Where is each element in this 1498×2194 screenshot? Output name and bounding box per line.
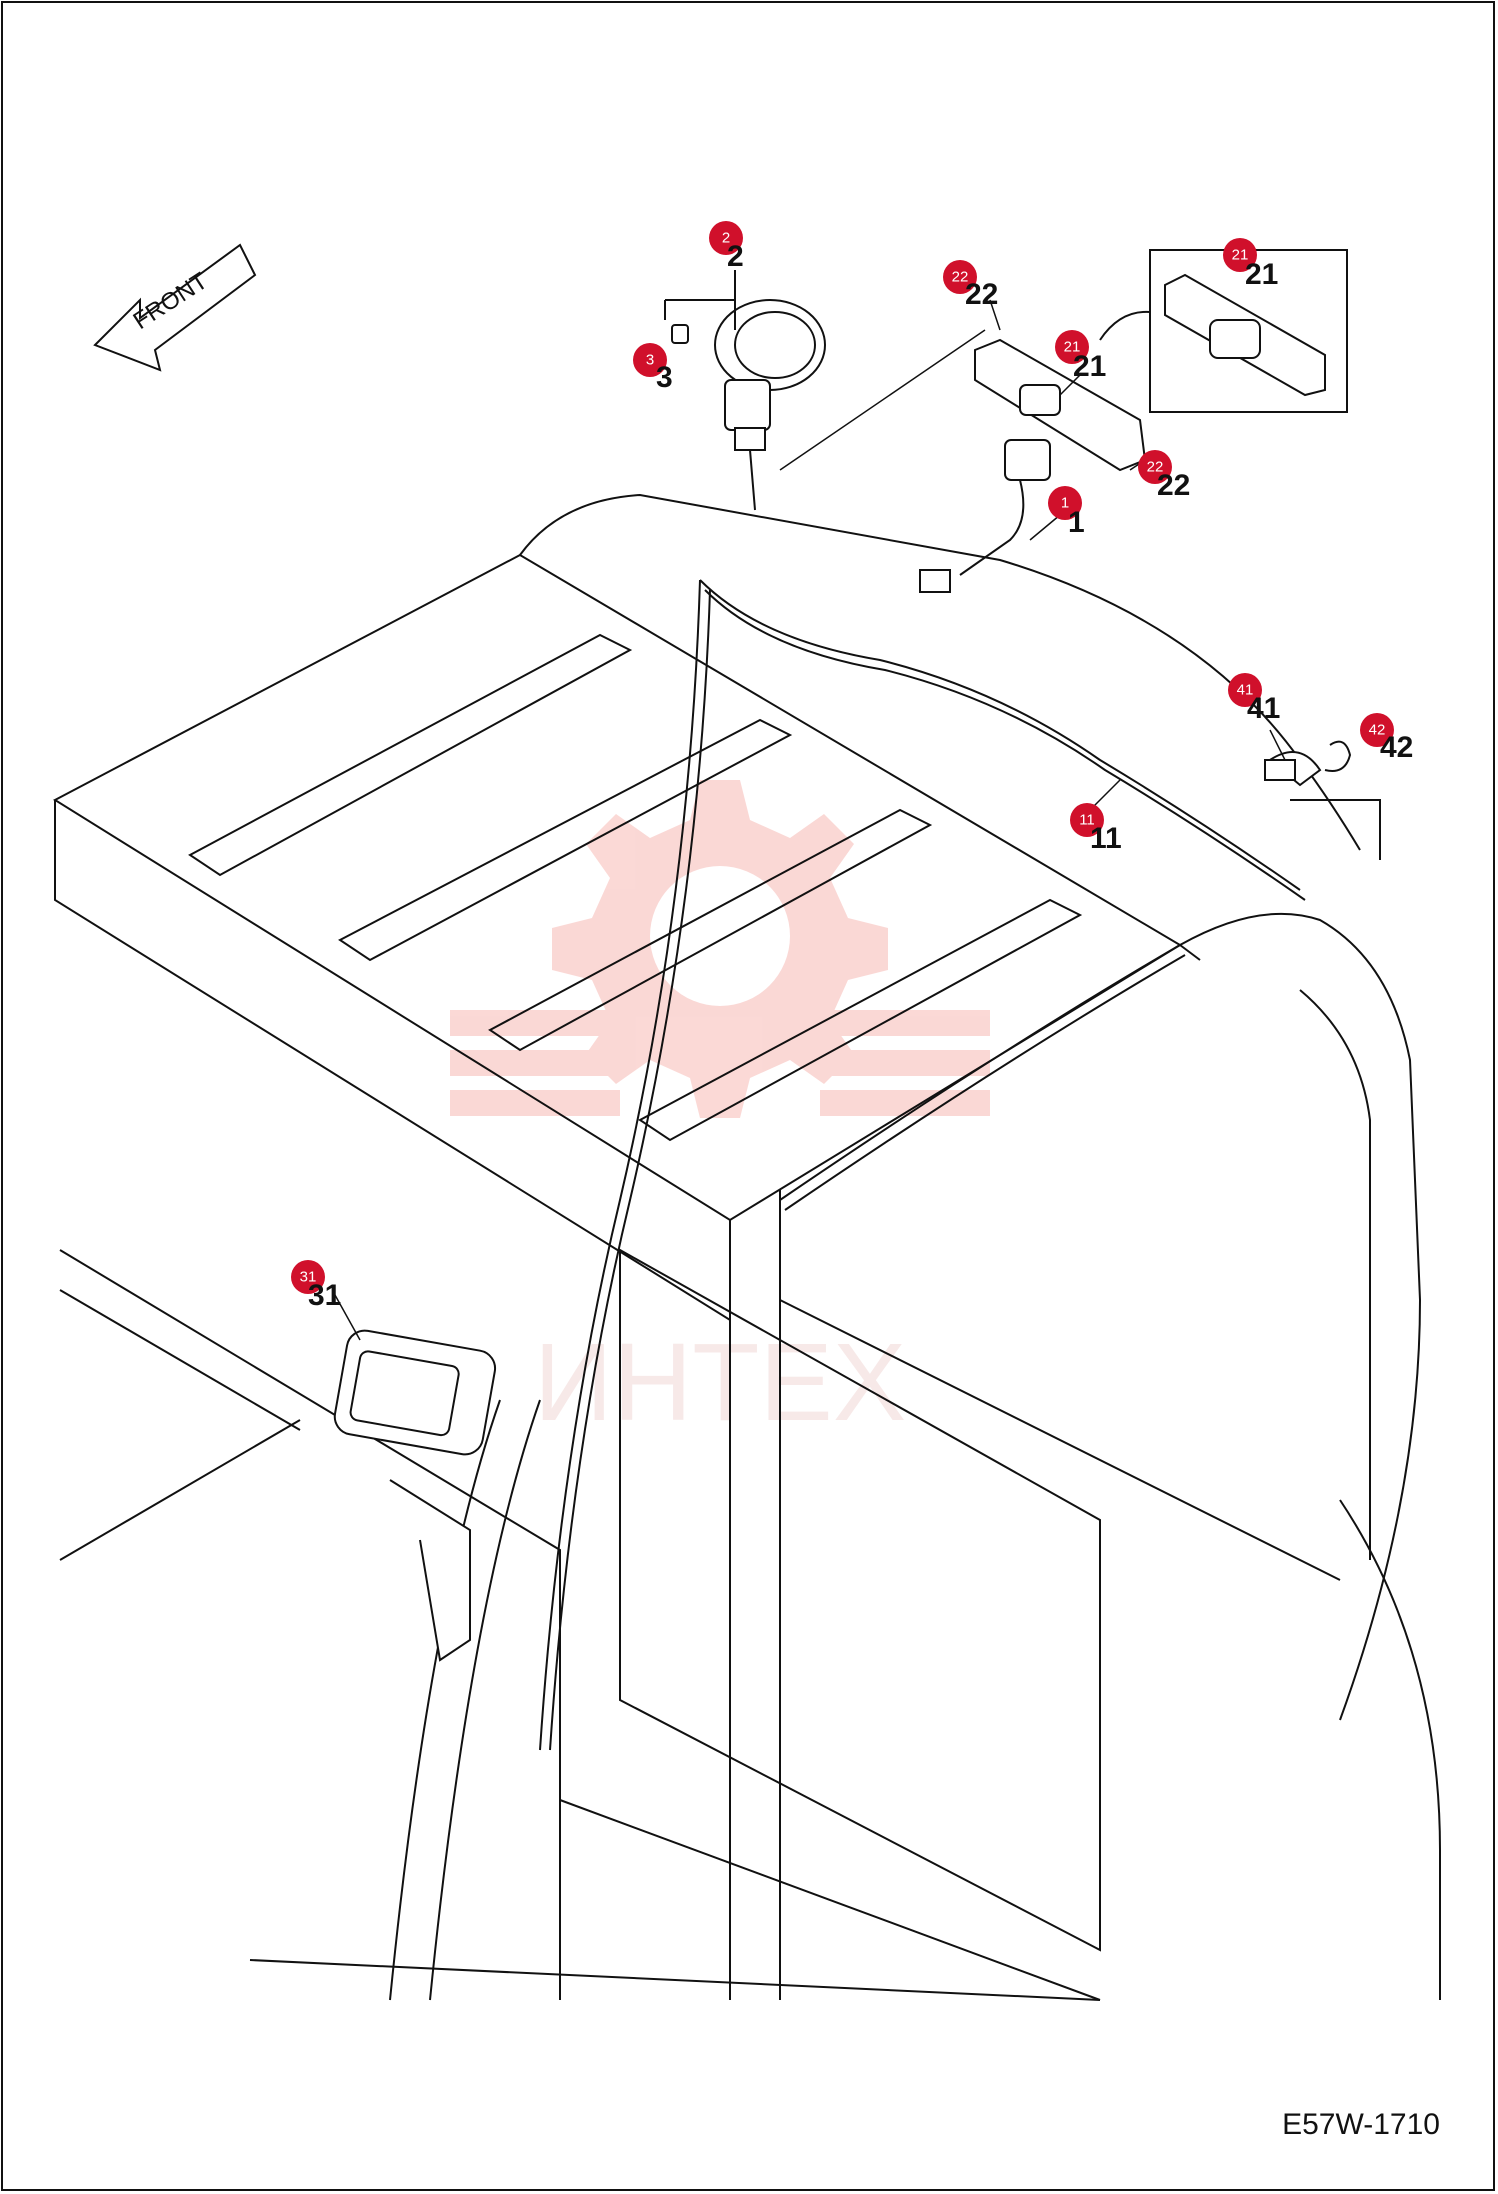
callout-21b-badge: 21 bbox=[1064, 339, 1081, 356]
callout-21a-badge: 21 bbox=[1232, 247, 1249, 264]
callout-2: 2 2 bbox=[709, 221, 744, 273]
callout-22b-badge: 22 bbox=[1147, 459, 1164, 476]
wiring-harness bbox=[539, 579, 1306, 1751]
callout-42-badge: 42 bbox=[1369, 722, 1386, 739]
callout-1: 1 1 bbox=[1048, 486, 1085, 539]
callout-21a: 21 21 bbox=[1223, 238, 1278, 291]
callout-22b: 22 22 bbox=[1138, 450, 1190, 502]
callout-21b-label: 21 bbox=[1073, 350, 1106, 383]
callout-22a-label: 22 bbox=[965, 278, 998, 311]
callout-2-badge: 2 bbox=[722, 230, 730, 247]
callout-41-label: 41 bbox=[1247, 692, 1280, 725]
callout-11: 11 11 bbox=[1070, 803, 1122, 855]
bracket-plate-21 bbox=[974, 338, 1147, 472]
bulb-part-3 bbox=[671, 324, 689, 344]
callout-3-badge: 3 bbox=[646, 352, 654, 369]
callout-31-label: 31 bbox=[308, 1279, 341, 1312]
callout-1-label: 1 bbox=[1068, 506, 1085, 539]
callout-31: 31 31 bbox=[291, 1260, 341, 1312]
callout-42-label: 42 bbox=[1380, 731, 1413, 764]
callout-21a-label: 21 bbox=[1245, 258, 1278, 291]
callout-3-label: 3 bbox=[656, 361, 673, 394]
callout-11-label: 11 bbox=[1090, 822, 1122, 855]
clip-part-42 bbox=[1290, 740, 1381, 860]
callout-1-badge: 1 bbox=[1061, 495, 1069, 512]
callout-22a: 22 22 bbox=[943, 260, 998, 311]
work-light-2 bbox=[714, 299, 826, 511]
callout-2-label: 2 bbox=[727, 240, 744, 273]
switch-part-1 bbox=[919, 439, 1051, 593]
callout-3: 3 3 bbox=[633, 343, 673, 394]
cab-roof bbox=[52, 493, 1441, 2001]
callout-21b: 21 21 bbox=[1055, 330, 1106, 383]
callout-42: 42 42 bbox=[1360, 713, 1413, 764]
drawing-code: E57W-1710 bbox=[1282, 2108, 1440, 2141]
callout-41-badge: 41 bbox=[1237, 682, 1254, 699]
callout-41: 41 41 bbox=[1228, 673, 1280, 725]
watermark-text: ИНТЕХ bbox=[534, 1321, 906, 1444]
front-arrow-icon: FRONT bbox=[93, 243, 257, 372]
callout-31-badge: 31 bbox=[300, 1269, 317, 1286]
callout-22b-label: 22 bbox=[1157, 469, 1190, 502]
callout-11-badge: 11 bbox=[1079, 812, 1095, 829]
detail-box bbox=[1099, 249, 1348, 413]
side-work-light-31 bbox=[333, 1329, 497, 1662]
callout-22a-badge: 22 bbox=[952, 269, 969, 286]
rotary-light-41 bbox=[1264, 751, 1322, 787]
watermark-logo: ИНТЕХ bbox=[450, 780, 990, 1444]
